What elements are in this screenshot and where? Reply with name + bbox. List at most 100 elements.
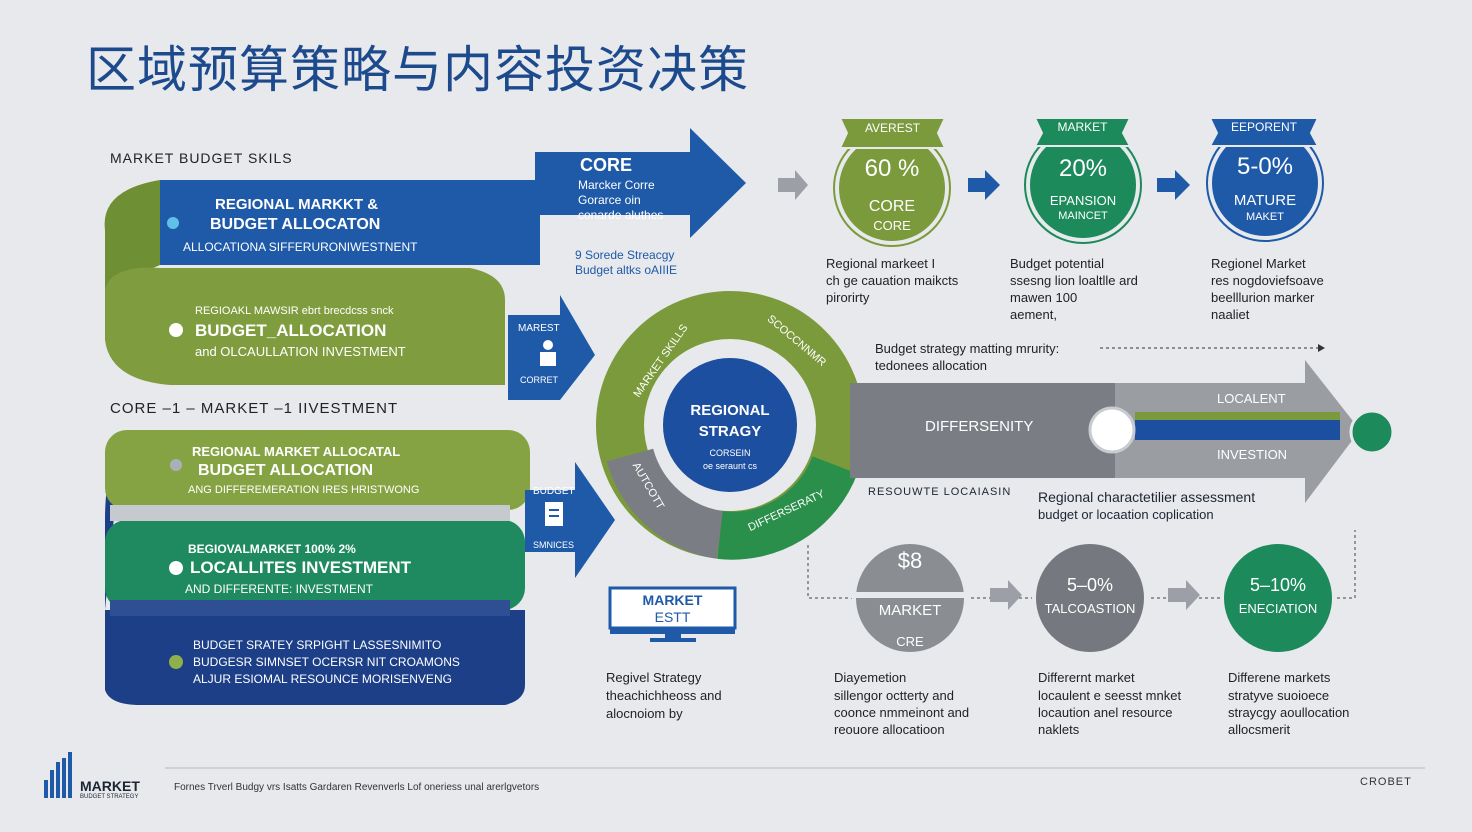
arrow-icon	[990, 580, 1022, 610]
bottom1-caption-l3: reouore allocatioon	[834, 722, 945, 737]
stack1-line1: REGIONAL MARKET ALLOCATAL	[192, 444, 401, 459]
ribbon-mature	[1208, 117, 1320, 147]
bar-chart-logo-icon	[44, 752, 72, 798]
core-caption-title: Regional markeet I	[826, 256, 936, 271]
big-arrow-stripe-2	[1135, 412, 1340, 420]
arrow-icon	[1157, 170, 1190, 200]
ring-seg-gray	[606, 447, 725, 559]
blue-band-line2: BUDGET ALLOCATON	[210, 216, 381, 233]
big-arrow-note2: tedonees allocation	[875, 358, 988, 373]
blue-band	[160, 180, 540, 265]
market-box-caption-title: Regivel Strategy	[606, 670, 702, 685]
blue-band-line1: REGIONAL MARKKT &	[215, 196, 379, 213]
bottom3-caption-l3: allocsmerit	[1228, 722, 1291, 737]
bottom-circle2-label: TALCOASTION	[1044, 601, 1136, 616]
mature-caption-title: Regionel Market	[1211, 256, 1306, 271]
big-arrow-sub-title: Regional charactetilier assessment	[1038, 489, 1256, 505]
big-arrow-sub-l2: budget or locaation coplication	[1038, 507, 1214, 522]
market-arrow-sub: CORRET	[520, 375, 558, 385]
stack-green-body	[105, 520, 525, 610]
header-market-budget: MARKET BUDGET SKILS	[110, 150, 293, 166]
blue-band-line3: ALLOCATIONA SIFFERURONIWESTNENT	[183, 240, 418, 254]
green-band-line3: and OLCAULLATION INVESTMENT	[195, 344, 406, 359]
bullet-dot	[169, 561, 183, 575]
ribbon-expansion	[1033, 117, 1132, 147]
bullet-dot	[169, 323, 183, 337]
expansion-caption-l3: aement,	[1010, 307, 1057, 322]
core-arrow	[535, 128, 746, 238]
bottom2-caption-l1: locaulent e seesst mnket	[1038, 688, 1182, 703]
core-note-line1: 9 Sorede Streacgy	[575, 248, 675, 262]
budget-arrow-sub: SMNICES	[533, 540, 575, 550]
bottom-circle3-value: 5–10%	[1249, 575, 1307, 595]
bullet-dot	[169, 655, 183, 669]
circle-core-label1: CORE	[868, 198, 916, 215]
page-title: 区域预算策略与内容投资决策	[86, 41, 749, 99]
bottom-circle1-label: MARKET	[878, 602, 942, 619]
core-arrow-line3: conarde aluthes	[578, 208, 664, 222]
core-arrow-line1: Marcker Corre	[578, 178, 655, 192]
arrow-icon	[1168, 580, 1200, 610]
big-arrow-bottom: INVESTION	[1217, 447, 1288, 462]
market-box-caption-l1: theachichheoss and	[606, 688, 722, 703]
big-arrow-sub-left: RESOUWTE LOCAIASIN	[868, 486, 1012, 498]
bottom-circle3-label: ENECIATION	[1238, 601, 1318, 616]
footer-text: Fornes Trverl Budgy vrs Isatts Gardaren …	[174, 782, 540, 793]
market-arrow-label: MAREST	[518, 323, 560, 334]
ring-center-title2: STRAGY	[698, 423, 762, 440]
mature-caption-l3: naaliet	[1211, 307, 1250, 322]
ribbon-core-label: AVEREST	[864, 121, 921, 135]
bottom3-caption-l1: stratyve suoioece	[1228, 688, 1330, 703]
bottom2-caption-l2: locaution anel resource	[1038, 705, 1173, 720]
ribbon-core	[838, 117, 947, 149]
budget-arrow	[525, 462, 615, 578]
bottom1-caption-title: Diayemetion	[834, 670, 907, 685]
ribbon-mature-label: EEPORENT	[1230, 120, 1297, 134]
core-arrow-title: CORE	[580, 155, 633, 175]
bottom-circle2-value: 5–0%	[1066, 575, 1114, 595]
ring-center	[657, 352, 803, 498]
ring-center-sub1: CORSEIN	[709, 448, 751, 458]
circle-core-value: 60 %	[864, 155, 920, 182]
big-arrow-label: DIFFERSENITY	[925, 418, 1034, 435]
core-caption-l2: pirorirty	[826, 290, 870, 305]
circle-mature-value: 5-0%	[1236, 153, 1294, 180]
bottom1-caption-l1: sillengor octterty and	[834, 688, 954, 703]
bullet-dot	[170, 459, 182, 471]
market-box	[608, 586, 737, 630]
market-box-caption-l2: alocnoiom by	[606, 706, 683, 721]
big-arrow-body	[850, 383, 1115, 478]
stack1-line2: BUDGET ALLOCATION	[198, 462, 374, 479]
big-arrow-node	[1088, 406, 1136, 454]
core-note-line2: Budget altks oAIIIE	[575, 263, 678, 277]
bottom3-caption-l2: straycgy aoullocation	[1228, 705, 1350, 720]
green-band-line2: BUDGET_ALLOCATION	[195, 321, 387, 340]
document-icon	[545, 502, 563, 526]
stack-edge-1	[110, 505, 510, 521]
market-box-sub: ESTT	[654, 609, 691, 625]
stack3-line1: BUDGET SRATEY SRPIGHT LASSESNIMITO	[193, 638, 442, 652]
stack3-line3: ALJUR ESIOMAL RESOUNCE MORISENVENG	[193, 672, 452, 686]
bottom3-caption-title: Differene markets	[1228, 670, 1331, 685]
ring-seg-green	[717, 455, 858, 560]
circle-mature-label2: MAKET	[1246, 211, 1284, 223]
stack-blue-body	[105, 615, 525, 703]
bottom-circle1-value: $8	[897, 548, 923, 573]
stack1-line3: ANG DIFFEREMERATION IRES HRISTWONG	[188, 484, 420, 496]
bullet-dot	[167, 217, 179, 229]
mature-caption-l1: res nogdoviefsoave	[1211, 273, 1324, 288]
big-arrow-top: LOCALENT	[1217, 391, 1286, 406]
expansion-caption-title: Budget potential	[1010, 256, 1104, 271]
footer-logo-text: MARKET	[80, 778, 140, 794]
stack2-line1: BEGIOVALMARKET 100% 2%	[188, 542, 356, 556]
mature-caption-l2: beelllurion marker	[1211, 290, 1315, 305]
bottom-circle1-sub: CRE	[896, 634, 924, 649]
end-node	[1349, 409, 1395, 455]
circle-expansion-label2: MAINCET	[1058, 210, 1108, 222]
green-band	[105, 267, 505, 385]
stack2-line2: LOCALLITES INVESTMENT	[190, 558, 411, 577]
stack3-line2: BUDGESR SIMNSET OCERSR NIT CROAMONS	[193, 655, 460, 669]
expansion-caption-l2: mawen 100	[1010, 290, 1078, 305]
core-caption-l1: ch ge cauation maikcts	[826, 273, 959, 288]
